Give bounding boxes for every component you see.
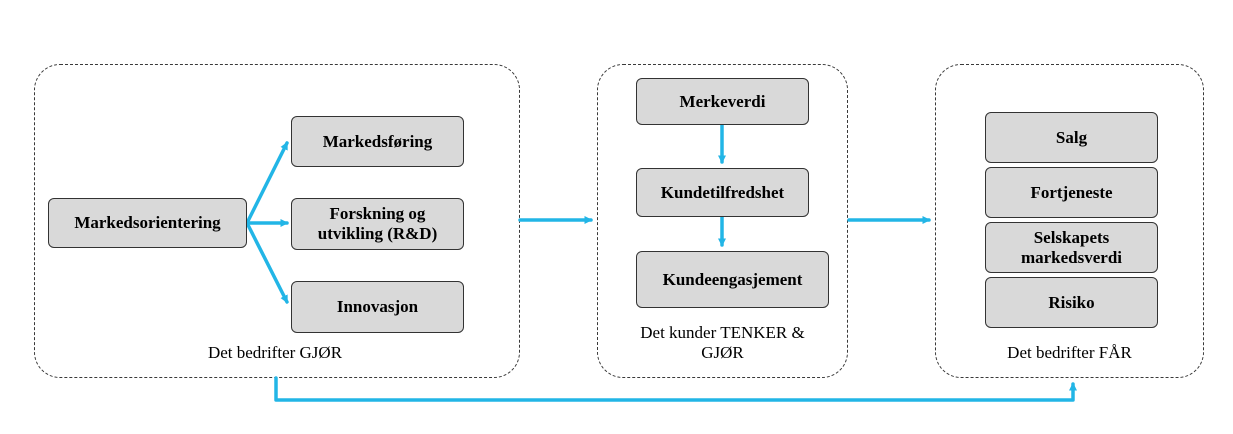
arrow-to-markedsforing xyxy=(245,141,289,225)
group-company-gets xyxy=(935,64,1204,378)
node-markedsorientering: Markedsorientering xyxy=(48,198,247,248)
node-markedsforing: Markedsføring xyxy=(291,116,464,167)
node-selskapets-markedsverdi: Selskapets markedsverdi xyxy=(985,222,1158,273)
node-risiko: Risiko xyxy=(985,277,1158,328)
node-merkeverdi: Merkeverdi xyxy=(636,78,809,125)
group-customers-think xyxy=(597,64,848,378)
caption-company-does: Det bedrifter GJØR xyxy=(207,343,343,362)
node-kundetilfredshet: Kundetilfredshet xyxy=(636,168,809,217)
node-salg: Salg xyxy=(985,112,1158,163)
node-forskning-og-utvikling: Forskning og utvikling (R&D) xyxy=(291,198,464,250)
node-kundeengasjement: Kundeengasjement xyxy=(636,251,829,308)
caption-customers-think: Det kunder TENKER & GJØR xyxy=(640,323,805,362)
caption-company-gets: Det bedrifter FÅR xyxy=(1007,343,1132,362)
arrow-to-innovasjon xyxy=(245,221,289,304)
node-innovasjon: Innovasjon xyxy=(291,281,464,333)
arrow-does-to-gets-bypass xyxy=(274,376,1077,402)
node-fortjeneste: Fortjeneste xyxy=(985,167,1158,218)
